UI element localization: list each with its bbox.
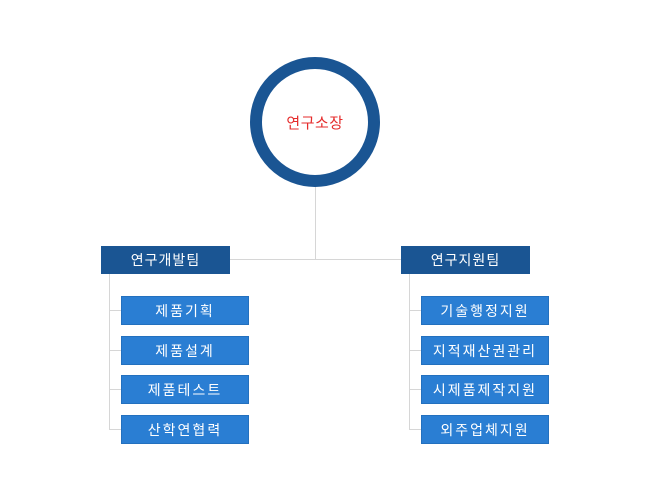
unit-node-label: 시제품제작지원 bbox=[432, 382, 538, 399]
unit-node: 외주업체지원 bbox=[421, 415, 549, 444]
right-unit-connector bbox=[409, 389, 421, 390]
team-node-label: 연구개발팀 bbox=[130, 253, 201, 269]
right-unit-connector bbox=[409, 350, 421, 351]
unit-node-label: 지적재산권관리 bbox=[432, 343, 538, 360]
team-node-research-support: 연구지원팀 bbox=[401, 246, 530, 274]
unit-node-label: 산학연협력 bbox=[147, 422, 223, 439]
unit-node: 제품기획 bbox=[121, 296, 249, 325]
right-unit-connector bbox=[409, 310, 421, 311]
unit-node-label: 제품테스트 bbox=[147, 382, 223, 399]
left-unit-connector bbox=[109, 310, 121, 311]
unit-node-label: 제품기획 bbox=[155, 303, 215, 320]
team-horizontal-connector bbox=[230, 259, 401, 260]
root-vertical-connector bbox=[315, 187, 316, 259]
unit-node-label: 제품설계 bbox=[155, 343, 215, 360]
unit-node: 산학연협력 bbox=[121, 415, 249, 444]
left-team-branch-line bbox=[109, 274, 110, 430]
unit-node: 지적재산권관리 bbox=[421, 336, 549, 365]
left-unit-connector bbox=[109, 429, 121, 430]
unit-node-label: 기술행정지원 bbox=[440, 303, 530, 320]
team-node-research-development: 연구개발팀 bbox=[101, 246, 230, 274]
right-unit-connector bbox=[409, 429, 421, 430]
unit-node: 제품테스트 bbox=[121, 375, 249, 404]
left-unit-connector bbox=[109, 389, 121, 390]
right-team-branch-line bbox=[409, 274, 410, 430]
root-node: 연구소장 bbox=[250, 57, 380, 187]
team-node-label: 연구지원팀 bbox=[430, 253, 501, 269]
unit-node: 시제품제작지원 bbox=[421, 375, 549, 404]
left-unit-connector bbox=[109, 350, 121, 351]
unit-node: 제품설계 bbox=[121, 336, 249, 365]
unit-node: 기술행정지원 bbox=[421, 296, 549, 325]
root-node-label: 연구소장 bbox=[286, 113, 344, 132]
unit-node-label: 외주업체지원 bbox=[440, 422, 530, 439]
